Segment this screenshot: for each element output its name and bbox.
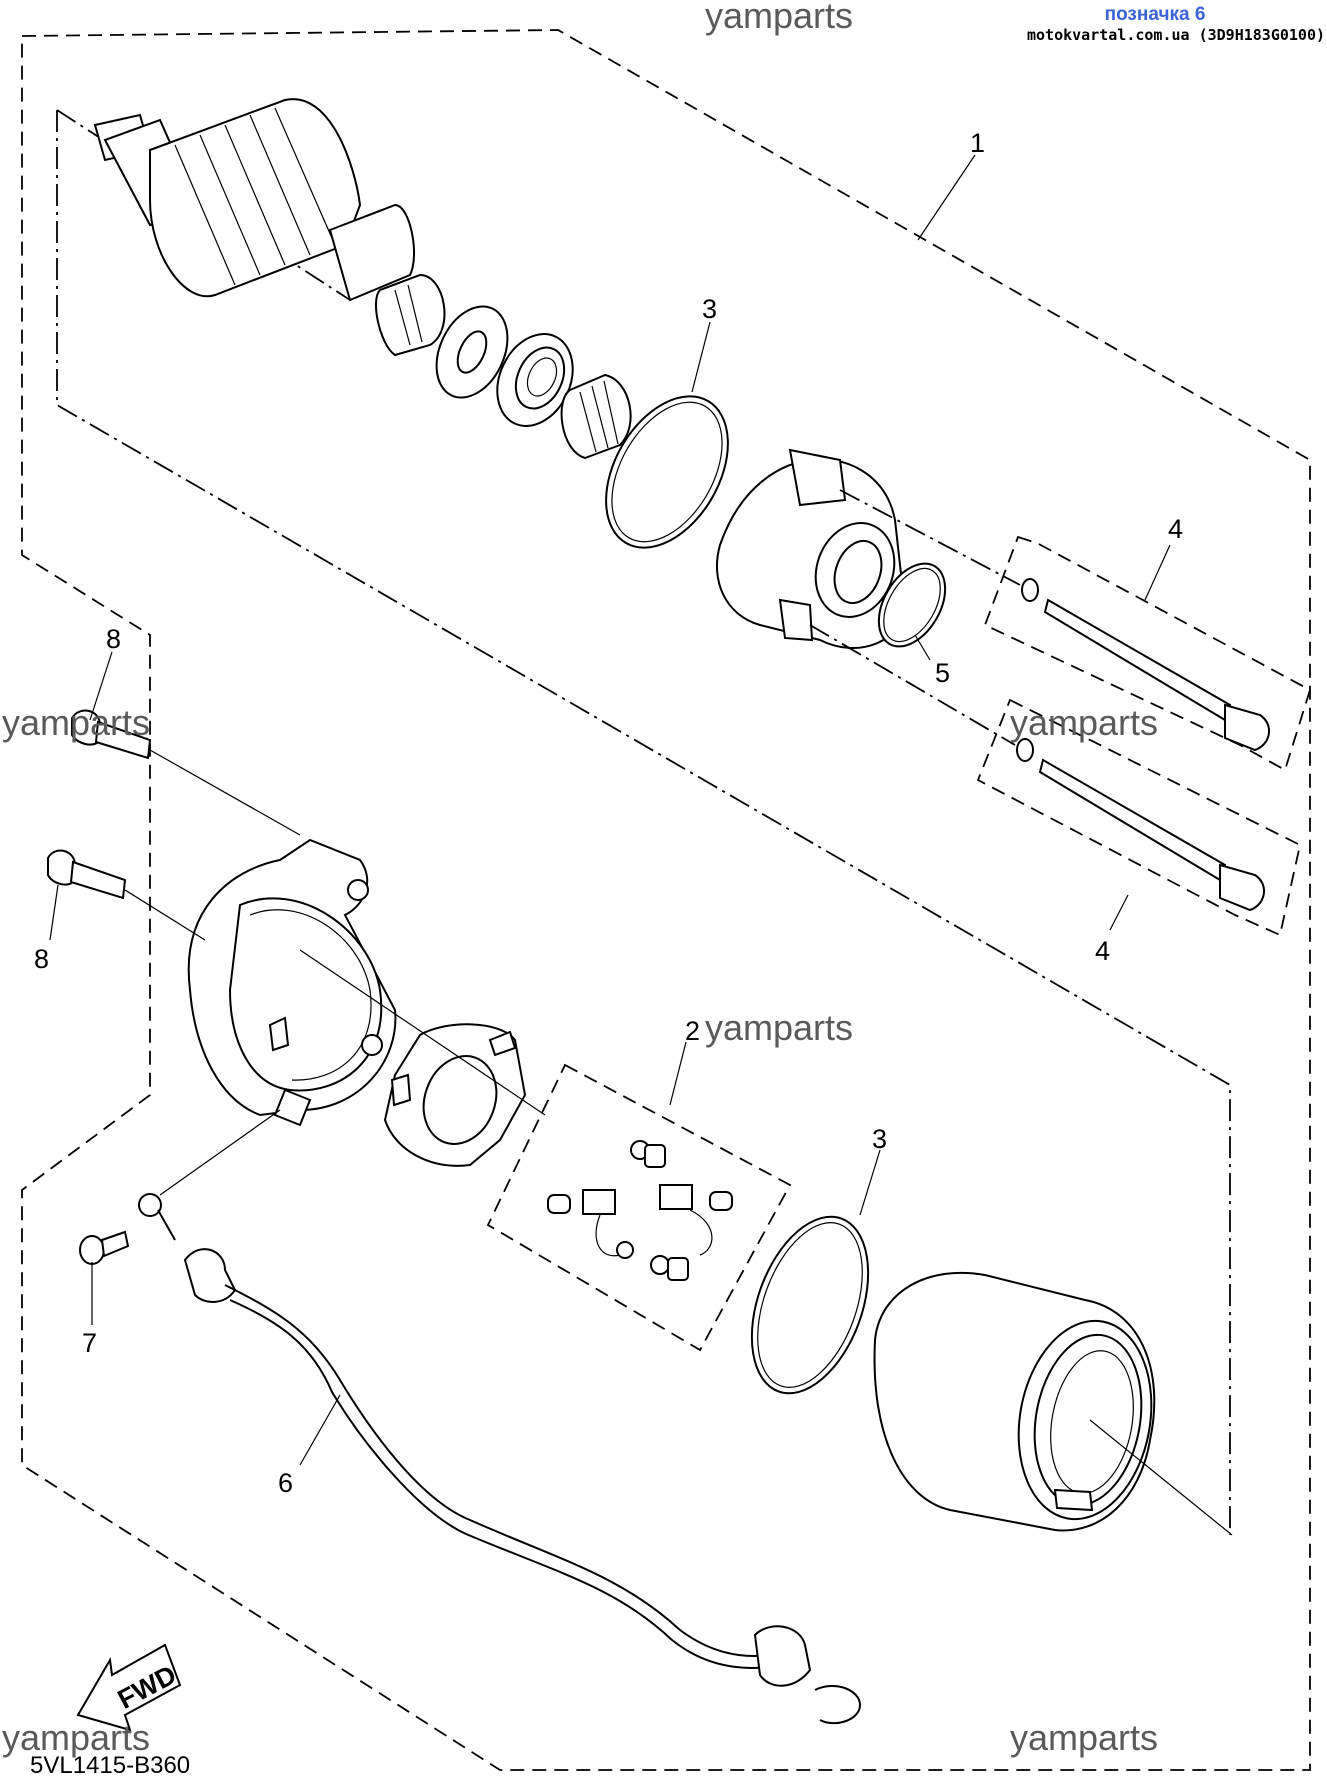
o-ring-lower <box>750 1215 870 1395</box>
screw <box>79 1230 130 1265</box>
brush-holder <box>383 1023 527 1167</box>
callout-3-lower: 3 <box>872 1124 887 1154</box>
needle-bearing <box>560 373 632 460</box>
callout-3-upper: 3 <box>702 294 717 324</box>
watermark-right-mid: yamparts <box>1010 702 1158 743</box>
yoke <box>873 1271 1156 1532</box>
header-label: позначка 6 <box>1104 4 1206 25</box>
through-bolt-lower <box>1016 738 1265 912</box>
callout-4-lower: 4 <box>1095 936 1110 966</box>
watermark-bottom-right: yamparts <box>1010 1717 1158 1758</box>
washer <box>435 305 509 399</box>
watermark-center: yamparts <box>705 1007 853 1048</box>
cover-bolt-upper <box>71 709 152 760</box>
bearing <box>496 333 574 427</box>
brush-set <box>547 1140 733 1281</box>
callout-8-upper: 8 <box>106 624 121 654</box>
callout-6: 6 <box>278 1468 293 1498</box>
callout-7: 7 <box>82 1328 97 1358</box>
watermark-bottom-left: yamparts <box>2 1717 150 1758</box>
header-source: motokvartal.com.ua (3D9H183G0100) <box>1026 26 1325 44</box>
callout-8-lower: 8 <box>34 944 49 974</box>
o-ring-small <box>877 562 947 648</box>
armature-group-outline <box>56 110 1231 1535</box>
watermark-left-mid: yamparts <box>2 702 150 743</box>
bolt-group-lower-box <box>976 698 1302 937</box>
callout-1: 1 <box>970 128 985 158</box>
callout-4-upper: 4 <box>1168 514 1183 544</box>
through-bolt-upper <box>1021 578 1270 752</box>
rear-cover <box>187 838 397 1127</box>
armature <box>93 98 446 357</box>
diagram-code: 5VL1415-B360 <box>30 1752 190 1779</box>
watermark-top: yamparts <box>705 0 853 36</box>
front-cover <box>715 448 907 650</box>
assembly-boundary <box>21 29 1311 1771</box>
brush-set-box <box>486 1063 792 1352</box>
lead-wire <box>138 1193 862 1725</box>
callout-2: 2 <box>685 1016 700 1046</box>
callout-5: 5 <box>935 658 950 688</box>
cover-bolt-lower <box>47 849 127 900</box>
